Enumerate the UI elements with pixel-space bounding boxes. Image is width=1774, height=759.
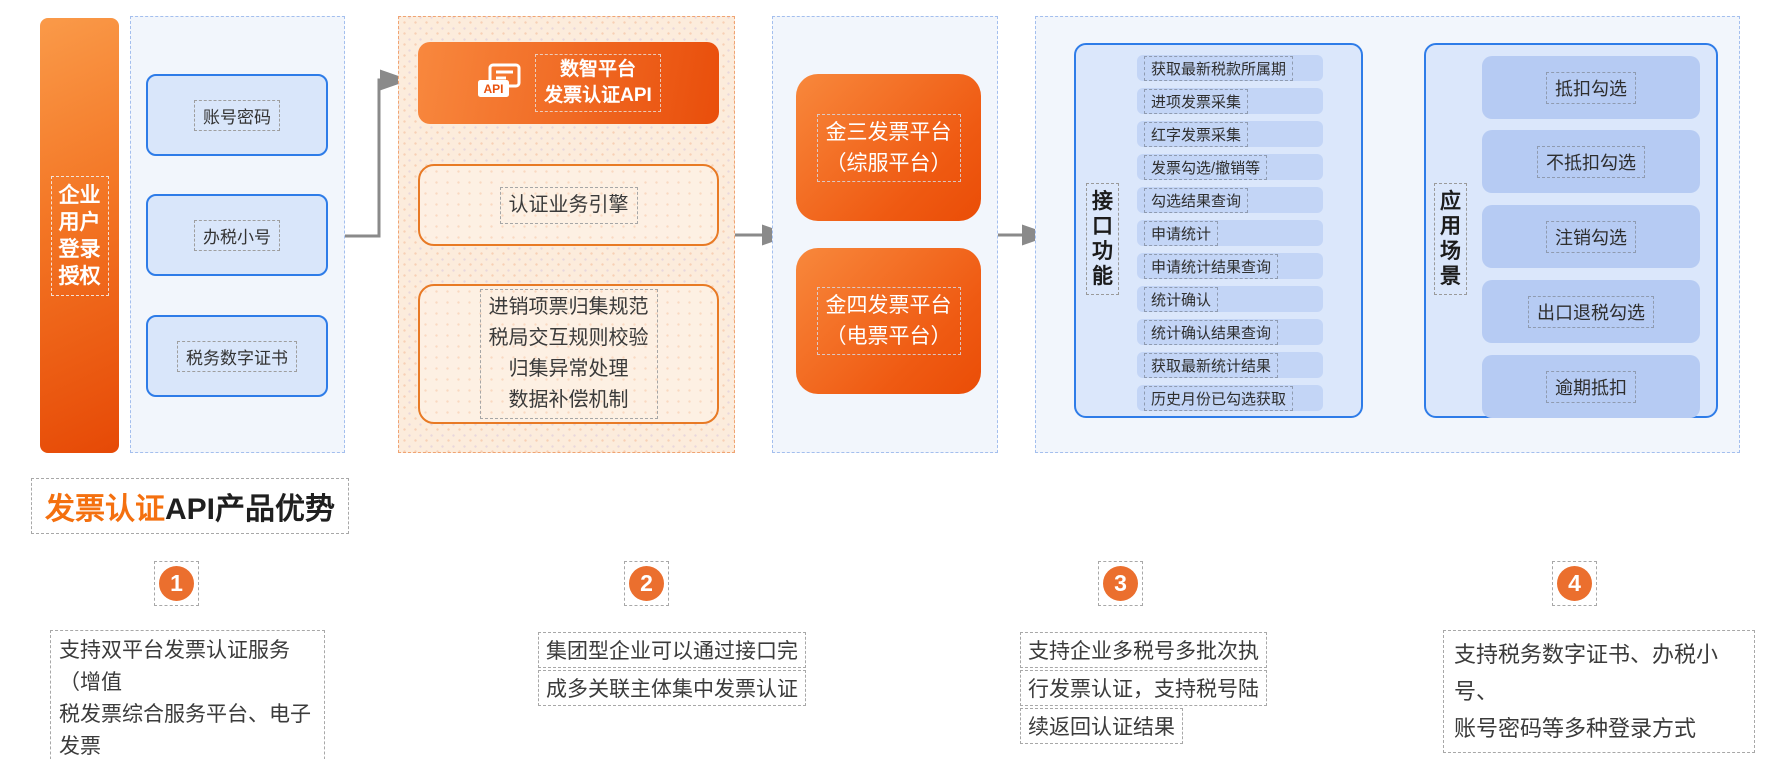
rules-text: 进销项票归集规范 税局交互规则校验 归集异常处理 数据补偿机制 bbox=[479, 289, 658, 419]
api-function-label: 历史月份已勾选获取 bbox=[1144, 385, 1294, 411]
scenario-item: 出口退税勾选 bbox=[1482, 280, 1700, 343]
scenario-label: 不抵扣勾选 bbox=[1537, 145, 1645, 178]
gold3-platform-label: 金三发票平台 （综服平台） bbox=[816, 113, 961, 182]
api-function-label: 统计确认 bbox=[1144, 286, 1219, 312]
api-function-item: 申请统计结果查询 bbox=[1137, 253, 1323, 279]
svg-text:API: API bbox=[484, 82, 504, 96]
scenario-item: 抵扣勾选 bbox=[1482, 56, 1700, 119]
functions-scenarios-panel: 接 口 功 能 获取最新税款所属期 进项发票采集 红字发票采集 发票勾选/撤销等… bbox=[1035, 16, 1740, 453]
api-function-item: 获取最新税款所属期 bbox=[1137, 55, 1323, 81]
tax-platforms-panel: 金三发票平台 （综服平台） 金四发票平台 （电票平台） bbox=[772, 16, 998, 453]
advantage-3-line: 支持企业多税号多批次执 bbox=[1020, 632, 1267, 668]
api-function-label: 发票勾选/撤销等 bbox=[1144, 154, 1268, 180]
advantage-2-line: 集团型企业可以通过接口完 bbox=[538, 632, 806, 668]
api-function-item: 统计确认 bbox=[1137, 286, 1323, 312]
rules-node: 进销项票归集规范 税局交互规则校验 归集异常处理 数据补偿机制 bbox=[418, 284, 719, 424]
invoice-auth-api-node: API 数智平台 发票认证API bbox=[418, 42, 719, 124]
api-invoice-icon: API bbox=[478, 63, 521, 97]
api-function-label: 红字发票采集 bbox=[1144, 121, 1249, 147]
api-function-item: 勾选结果查询 bbox=[1137, 187, 1323, 213]
arrow-login-to-api bbox=[345, 69, 410, 238]
api-function-item: 进项发票采集 bbox=[1137, 88, 1323, 114]
scenario-item: 逾期抵扣 bbox=[1482, 355, 1700, 418]
login-methods-panel: 账号密码 办税小号 税务数字证书 bbox=[130, 16, 345, 453]
advantage-1-number: 1 bbox=[154, 561, 199, 606]
api-function-item: 统计确认结果查询 bbox=[1137, 319, 1323, 345]
scenarios-box: 应 用 场 景 抵扣勾选 不抵扣勾选 注销勾选 出口退税勾选 逾期抵扣 bbox=[1424, 43, 1718, 418]
login-method-account-password: 账号密码 bbox=[146, 74, 328, 156]
advantage-3-line: 行发票认证，支持税号陆 bbox=[1020, 670, 1267, 706]
advantage-4-text: 支持税务数字证书、办税小号、 账号密码等多种登录方式 bbox=[1443, 630, 1755, 753]
gold4-platform-label: 金四发票平台 （电票平台） bbox=[816, 287, 961, 355]
api-node-title: 数智平台 发票认证API bbox=[535, 54, 661, 112]
api-function-item: 获取最新统计结果 bbox=[1137, 352, 1323, 378]
advantage-2-number: 2 bbox=[624, 561, 669, 606]
api-function-label: 申请统计 bbox=[1144, 220, 1219, 246]
login-method-label: 账号密码 bbox=[194, 99, 280, 131]
advantages-title-highlight: 发票认证 bbox=[45, 493, 165, 526]
gold3-platform-node: 金三发票平台 （综服平台） bbox=[796, 74, 981, 221]
scenario-label: 出口退税勾选 bbox=[1528, 295, 1654, 328]
platform-panel: API 数智平台 发票认证API 认证业务引擎 进销项票归集规范 税局交互规则校… bbox=[398, 16, 735, 453]
scenario-label: 抵扣勾选 bbox=[1546, 71, 1636, 104]
advantage-3-number: 3 bbox=[1098, 561, 1143, 606]
scenario-item: 注销勾选 bbox=[1482, 205, 1700, 268]
advantage-2-line: 成多关联主体集中发票认证 bbox=[538, 670, 806, 706]
advantage-2-text: 集团型企业可以通过接口完 成多关联主体集中发票认证 bbox=[538, 632, 806, 708]
api-function-label: 统计确认结果查询 bbox=[1144, 319, 1279, 345]
number-1-icon: 1 bbox=[159, 566, 194, 601]
advantage-3-line: 续返回认证结果 bbox=[1020, 708, 1183, 744]
enterprise-login-bar: 企业 用户 登录 授权 bbox=[40, 18, 119, 453]
api-function-item: 历史月份已勾选获取 bbox=[1137, 385, 1323, 411]
login-method-label: 办税小号 bbox=[194, 219, 280, 251]
api-function-item: 申请统计 bbox=[1137, 220, 1323, 246]
api-function-label: 勾选结果查询 bbox=[1144, 187, 1249, 213]
login-method-digital-certificate: 税务数字证书 bbox=[146, 315, 328, 397]
api-function-label: 申请统计结果查询 bbox=[1144, 253, 1279, 279]
number-4-icon: 4 bbox=[1557, 566, 1592, 601]
enterprise-login-label: 企业 用户 登录 授权 bbox=[50, 175, 109, 296]
login-method-label: 税务数字证书 bbox=[177, 340, 297, 372]
api-function-label: 进项发票采集 bbox=[1144, 88, 1249, 114]
advantages-title-rest: API产品优势 bbox=[165, 493, 336, 526]
login-method-tax-subaccount: 办税小号 bbox=[146, 194, 328, 276]
api-functions-box: 接 口 功 能 获取最新税款所属期 进项发票采集 红字发票采集 发票勾选/撤销等… bbox=[1074, 43, 1363, 418]
api-function-item: 红字发票采集 bbox=[1137, 121, 1323, 147]
scenario-label: 逾期抵扣 bbox=[1546, 370, 1636, 403]
api-function-label: 获取最新税款所属期 bbox=[1144, 55, 1294, 81]
auth-engine-node: 认证业务引擎 bbox=[418, 164, 719, 246]
scenarios-label: 应 用 场 景 bbox=[1434, 183, 1467, 295]
advantage-4-number: 4 bbox=[1552, 561, 1597, 606]
advantages-title: 发票认证API产品优势 bbox=[31, 478, 350, 534]
api-function-label: 获取最新统计结果 bbox=[1144, 352, 1279, 378]
api-functions-label: 接 口 功 能 bbox=[1086, 183, 1119, 295]
scenario-label: 注销勾选 bbox=[1546, 220, 1636, 253]
number-2-icon: 2 bbox=[629, 566, 664, 601]
number-3-icon: 3 bbox=[1103, 566, 1138, 601]
gold4-platform-node: 金四发票平台 （电票平台） bbox=[796, 248, 981, 394]
advantage-1-text: 支持双平台发票认证服务（增值 税发票综合服务平台、电子发票 服务平台） bbox=[50, 630, 325, 759]
auth-engine-label: 认证业务引擎 bbox=[499, 186, 638, 224]
api-function-item: 发票勾选/撤销等 bbox=[1137, 154, 1323, 180]
scenario-item: 不抵扣勾选 bbox=[1482, 130, 1700, 193]
advantage-3-text: 支持企业多税号多批次执 行发票认证，支持税号陆 续返回认证结果 bbox=[1020, 632, 1267, 746]
